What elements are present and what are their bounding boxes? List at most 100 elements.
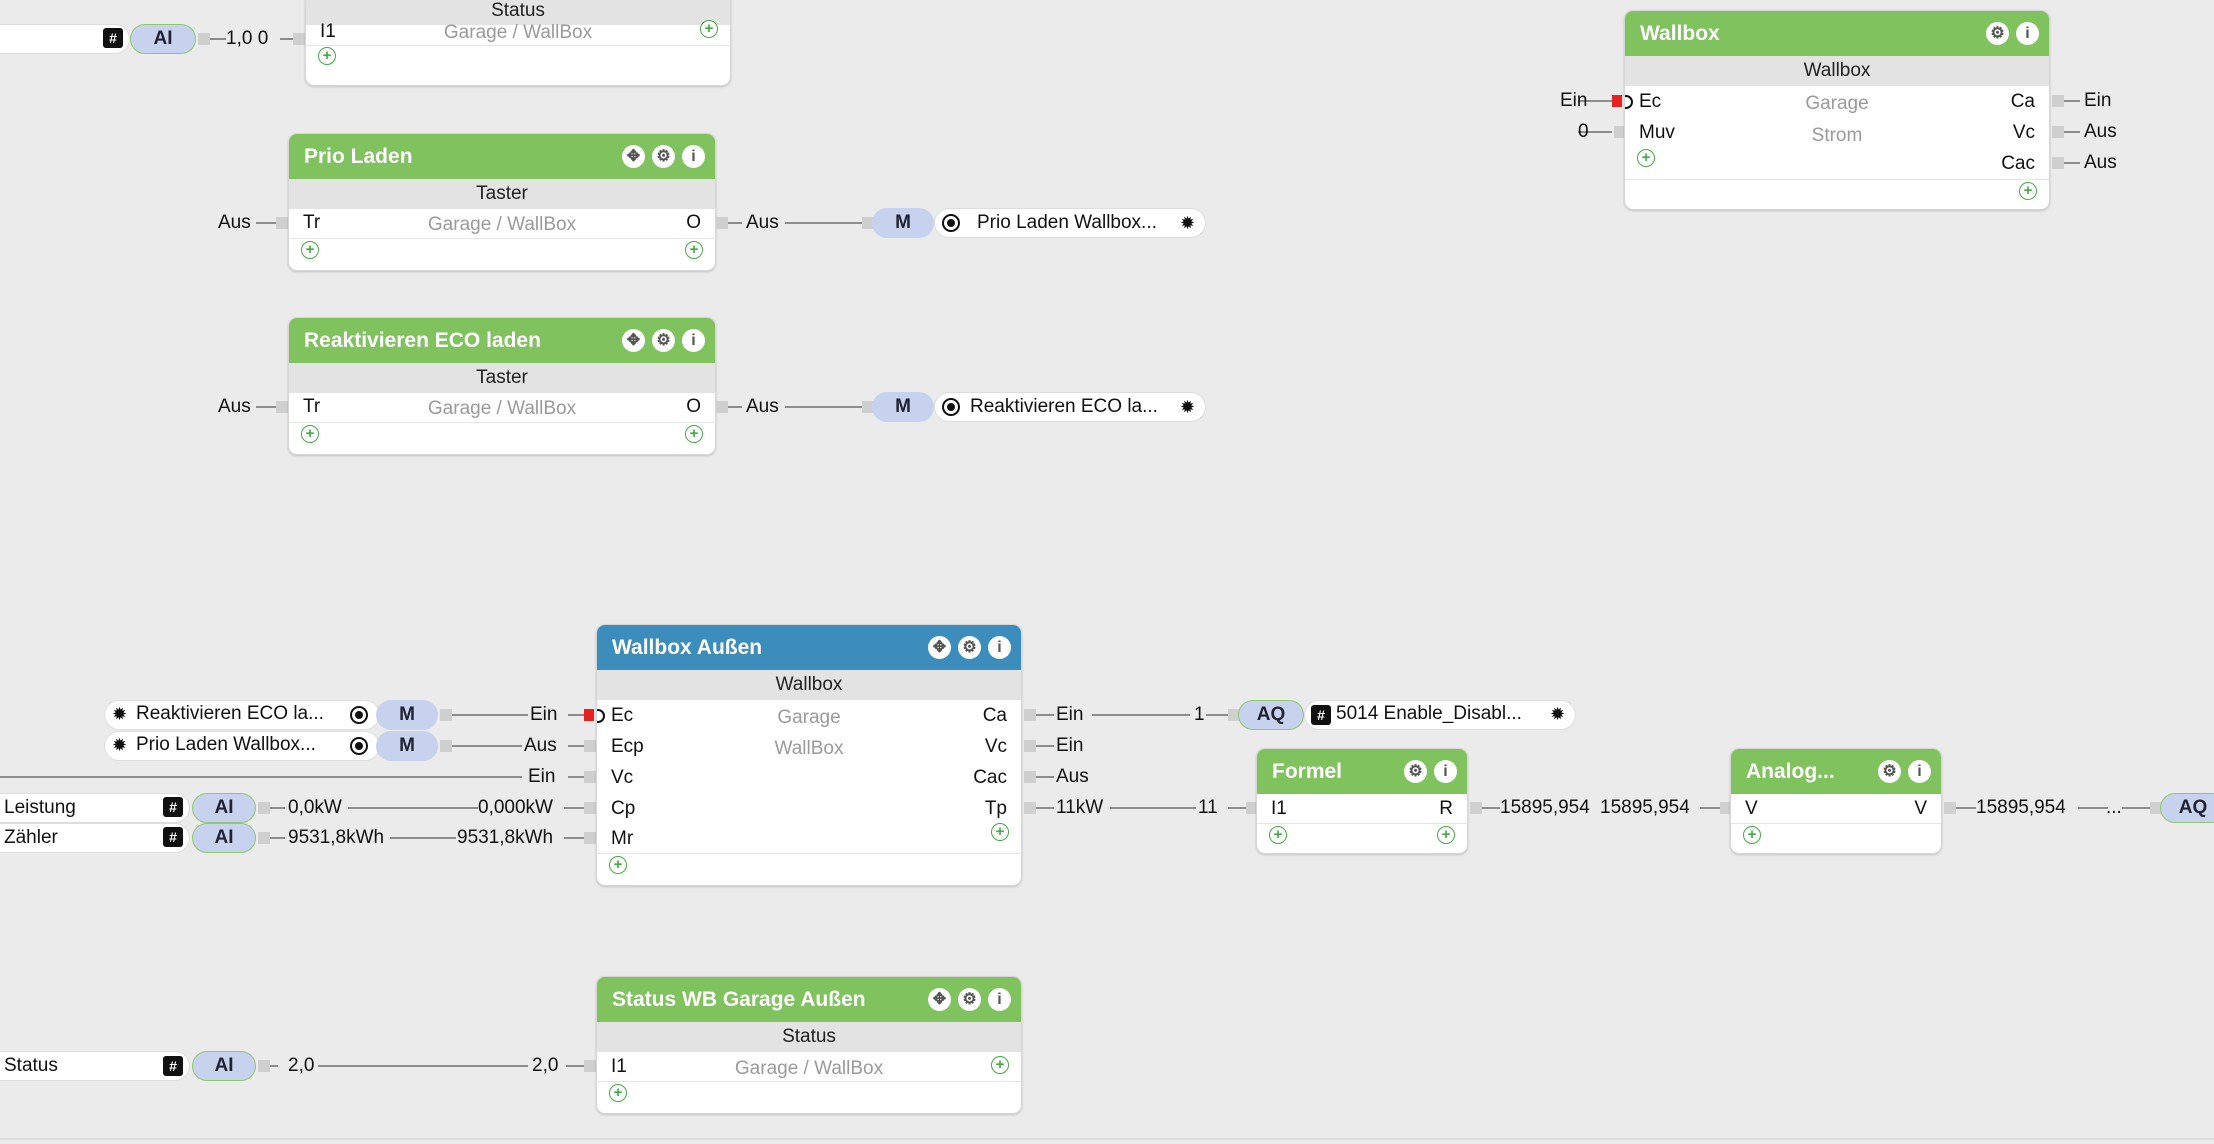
output-pin-tp[interactable]: Tp xyxy=(984,798,1007,819)
input-port[interactable] xyxy=(584,771,596,783)
info-icon[interactable]: i xyxy=(2016,22,2039,45)
move-icon[interactable]: ✥ xyxy=(622,145,645,168)
input-port[interactable] xyxy=(276,401,288,413)
input-pin-muv[interactable]: Muv xyxy=(1639,122,1675,143)
block-header[interactable]: Status WB Garage Außen ✥ ⚙ i xyxy=(597,977,1021,1022)
input-pin-v[interactable]: V xyxy=(1745,798,1758,819)
output-port[interactable] xyxy=(1944,802,1956,814)
info-icon[interactable]: i xyxy=(988,636,1011,659)
output-port[interactable] xyxy=(440,740,452,752)
output-pin-r[interactable]: R xyxy=(1439,798,1453,819)
wallbox-aussen-block[interactable]: Wallbox Außen ✥ ⚙ i Wallbox Ec Ecp Vc Cp… xyxy=(596,624,1022,886)
plus-icon[interactable]: + xyxy=(991,1056,1009,1074)
gear-icon[interactable]: ⚙ xyxy=(1404,760,1427,783)
plus-icon[interactable]: + xyxy=(700,20,718,38)
input-pin-cp[interactable]: Cp xyxy=(611,798,636,819)
output-pin-vc[interactable]: Vc xyxy=(2012,122,2035,143)
output-pin-cac[interactable]: Cac xyxy=(973,767,1007,788)
status-wb-block[interactable]: Status WB Garage Außen ✥ ⚙ i Status I1 G… xyxy=(596,976,1022,1114)
ai-input-pill[interactable]: AI xyxy=(192,823,256,853)
reaktivieren-block[interactable]: Reaktivieren ECO laden ✥ ⚙ i Taster Tr G… xyxy=(288,317,716,455)
plus-icon[interactable]: + xyxy=(301,425,319,443)
output-pin-vc[interactable]: Vc xyxy=(984,736,1007,757)
output-port[interactable] xyxy=(2052,95,2064,107)
input-pin-mr[interactable]: Mr xyxy=(611,828,634,849)
output-port[interactable] xyxy=(716,401,728,413)
input-pin-ecp[interactable]: Ecp xyxy=(611,736,644,757)
aq-output-pill[interactable]: AQ xyxy=(2160,793,2214,823)
input-pin-tr[interactable]: Tr xyxy=(303,212,321,233)
plus-icon[interactable]: + xyxy=(2019,182,2037,200)
memory-pill[interactable]: M xyxy=(376,731,438,761)
input-port[interactable] xyxy=(1614,126,1626,138)
ai-input-pill[interactable]: AI xyxy=(192,793,256,823)
plus-icon[interactable]: + xyxy=(991,823,1009,841)
input-pin-ec[interactable]: Ec xyxy=(611,705,634,726)
formel-block[interactable]: Formel ⚙ i I1 R + + xyxy=(1256,748,1468,854)
block-header[interactable]: Prio Laden ✥ ⚙ i xyxy=(289,134,715,179)
input-port[interactable] xyxy=(584,740,596,752)
gear-icon[interactable]: ⚙ xyxy=(1878,760,1901,783)
block-header[interactable]: Analog... ⚙ i xyxy=(1731,749,1941,794)
aq-output-pill[interactable]: AQ xyxy=(1238,700,1304,730)
info-icon[interactable]: i xyxy=(1908,760,1931,783)
output-pin-o[interactable]: O xyxy=(686,212,701,233)
plus-icon[interactable]: + xyxy=(685,241,703,259)
input-port-active[interactable] xyxy=(584,709,594,721)
input-pin-ec[interactable]: Ec xyxy=(1639,91,1662,112)
plus-icon[interactable]: + xyxy=(1269,826,1287,844)
output-port[interactable] xyxy=(258,832,270,844)
output-pin-ca[interactable]: Ca xyxy=(2010,91,2035,112)
input-port[interactable] xyxy=(584,802,596,814)
gear-icon[interactable]: ⚙ xyxy=(958,636,981,659)
prio-source-field[interactable] xyxy=(104,731,380,761)
output-port[interactable] xyxy=(1470,802,1482,814)
ai-input-pill[interactable]: AI xyxy=(130,24,196,54)
leistung-source-field[interactable] xyxy=(0,793,190,823)
radio-icon[interactable] xyxy=(350,737,368,755)
input-port[interactable] xyxy=(2150,802,2162,814)
ai-input-pill[interactable]: AI xyxy=(192,1051,256,1081)
plus-icon[interactable]: + xyxy=(609,1084,627,1102)
input-port[interactable] xyxy=(1228,709,1240,721)
gear-icon[interactable]: ✹ xyxy=(112,735,128,755)
input-port[interactable] xyxy=(1246,802,1258,814)
input-pin-vc[interactable]: Vc xyxy=(611,767,634,788)
status-source-field[interactable] xyxy=(0,1051,190,1081)
output-target-field[interactable] xyxy=(934,392,1206,422)
output-port[interactable] xyxy=(258,802,270,814)
memory-pill[interactable]: M xyxy=(872,392,934,422)
info-icon[interactable]: i xyxy=(682,329,705,352)
input-port[interactable] xyxy=(862,401,874,413)
block-header[interactable]: Wallbox Außen ✥ ⚙ i xyxy=(597,625,1021,670)
input-port[interactable] xyxy=(276,217,288,229)
output-port[interactable] xyxy=(258,1060,270,1072)
output-port[interactable] xyxy=(2052,157,2064,169)
plus-icon[interactable]: + xyxy=(1437,826,1455,844)
gear-icon[interactable]: ⚙ xyxy=(652,145,675,168)
output-port[interactable] xyxy=(1024,802,1036,814)
output-pin-ca[interactable]: Ca xyxy=(982,705,1007,726)
radio-icon[interactable] xyxy=(350,706,368,724)
output-port[interactable] xyxy=(2052,126,2064,138)
output-pin-v[interactable]: V xyxy=(1914,798,1927,819)
output-pin-o[interactable]: O xyxy=(686,396,701,417)
gear-icon[interactable]: ✹ xyxy=(1180,397,1196,417)
input-port[interactable] xyxy=(584,1060,596,1072)
info-icon[interactable]: i xyxy=(682,145,705,168)
zaehler-source-field[interactable] xyxy=(0,823,190,853)
input-port-active[interactable] xyxy=(1612,95,1622,107)
input-pin-i1[interactable]: I1 xyxy=(320,21,336,42)
input-pin-i1[interactable]: I1 xyxy=(1271,798,1287,819)
radio-icon[interactable] xyxy=(942,214,960,232)
output-port[interactable] xyxy=(1024,709,1036,721)
block-header[interactable]: Wallbox ⚙ i xyxy=(1625,11,2049,56)
output-port[interactable] xyxy=(440,709,452,721)
memory-pill[interactable]: M xyxy=(376,700,438,730)
input-port[interactable] xyxy=(862,217,874,229)
plus-icon[interactable]: + xyxy=(318,47,336,65)
prio-laden-block[interactable]: Prio Laden ✥ ⚙ i Taster Tr Garage / Wall… xyxy=(288,133,716,271)
move-icon[interactable]: ✥ xyxy=(928,988,951,1011)
gear-icon[interactable]: ⚙ xyxy=(1986,22,2009,45)
wallbox-block[interactable]: Wallbox ⚙ i Wallbox Ec Muv Garage Strom … xyxy=(1624,10,2050,210)
